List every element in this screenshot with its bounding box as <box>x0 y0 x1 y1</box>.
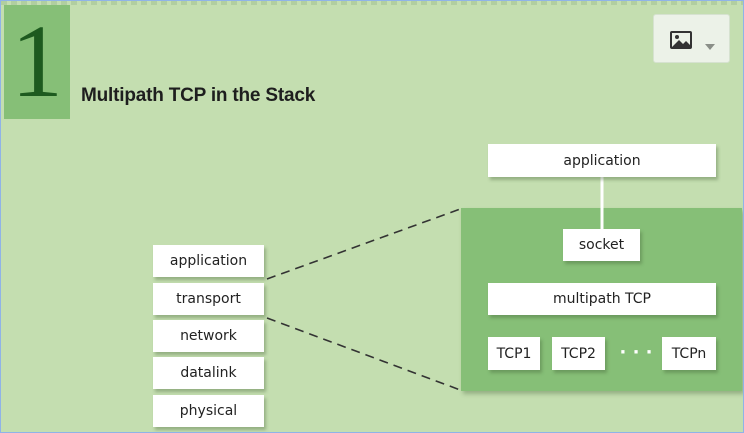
subflow-ellipsis: · · · <box>619 342 653 363</box>
stack-layer-network: network <box>153 320 264 352</box>
multipath-tcp-box: multipath TCP <box>488 283 716 315</box>
mptcp-application-box: application <box>488 144 716 177</box>
subflow-tcp2-box: TCP2 <box>552 337 605 370</box>
figure-title: Multipath TCP in the Stack <box>81 85 316 106</box>
stack-layer-transport: transport <box>153 283 264 315</box>
dashed-line-upper <box>266 207 464 280</box>
stack-layer-physical: physical <box>153 395 264 427</box>
dashed-line-lower <box>266 317 464 392</box>
stack-layer-application: application <box>153 245 264 277</box>
socket-box: socket <box>563 229 640 261</box>
figure-number-badge: 1 <box>4 5 70 119</box>
subflow-tcpn-box: TCPn <box>662 337 716 370</box>
image-icon <box>670 31 692 54</box>
top-border <box>1 1 743 5</box>
figure-number: 1 <box>11 4 63 119</box>
subflow-tcp1-box: TCP1 <box>488 337 540 370</box>
stack-layer-datalink: datalink <box>153 357 264 389</box>
caret-down-icon <box>705 37 715 55</box>
image-options-button[interactable] <box>653 14 730 63</box>
